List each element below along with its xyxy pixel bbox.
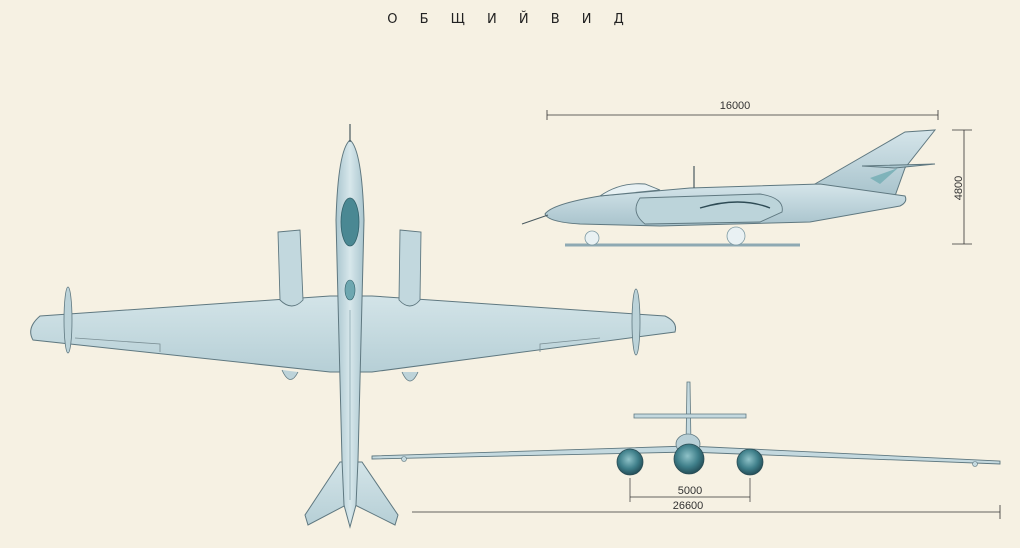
side-view: 16000 4800 xyxy=(521,100,972,247)
side-view-canopy xyxy=(598,183,661,197)
left-wingtip-pod xyxy=(63,286,73,354)
right-engine-intake xyxy=(736,448,764,476)
left-engine-nacelle xyxy=(277,229,304,307)
right-engine-nacelle xyxy=(398,229,422,307)
length-dimension-label: 16000 xyxy=(720,100,751,112)
left-engine-intake xyxy=(616,448,644,476)
right-wingtip-pod xyxy=(631,288,641,356)
center-engine-intake xyxy=(673,443,705,475)
drawing-title: О Б Щ И Й В И Д xyxy=(387,12,633,27)
wingspan-dimension-label: 26600 xyxy=(673,500,704,512)
side-view-engine-nacelle xyxy=(635,193,783,225)
height-dimension-label: 4800 xyxy=(953,176,965,200)
engine-spacing-dimension-label: 5000 xyxy=(678,485,702,497)
top-view-canopy xyxy=(340,197,360,247)
front-view: 5000 26600 xyxy=(371,381,1001,519)
top-view xyxy=(30,124,676,529)
